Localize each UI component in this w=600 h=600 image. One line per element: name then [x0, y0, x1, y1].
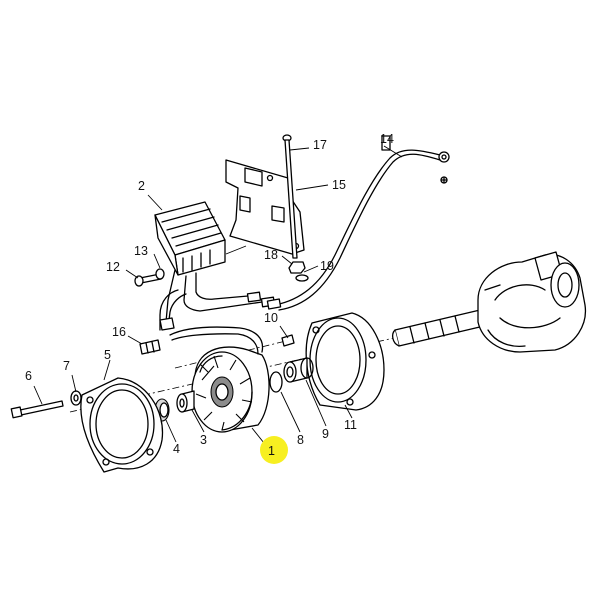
callout-10[interactable]: 10 — [264, 311, 278, 325]
callout-6[interactable]: 6 — [25, 369, 32, 383]
callout-15[interactable]: 15 — [332, 178, 346, 192]
callout-12[interactable]: 12 — [106, 260, 120, 274]
ground-cable[interactable] — [266, 135, 450, 311]
callout-5[interactable]: 5 — [104, 348, 111, 362]
callout-4[interactable]: 4 — [173, 442, 180, 456]
stator[interactable] — [191, 346, 270, 433]
crankshaft[interactable] — [392, 251, 587, 353]
callout-13[interactable]: 13 — [134, 244, 148, 258]
callout-8[interactable]: 8 — [297, 433, 304, 447]
bracket-washer[interactable] — [295, 274, 309, 282]
bracket-screw[interactable] — [282, 134, 298, 259]
callout-9[interactable]: 9 — [322, 427, 329, 441]
rotor-bush[interactable] — [176, 390, 195, 413]
callout-16[interactable]: 16 — [112, 325, 126, 339]
regulator-bracket[interactable] — [225, 159, 305, 255]
alternator-cover[interactable] — [80, 377, 164, 473]
callout-1[interactable]: 1 — [268, 444, 275, 458]
callout-2[interactable]: 2 — [138, 179, 145, 193]
callout-11[interactable]: 11 — [344, 418, 357, 432]
leader-lines — [33, 145, 403, 449]
regulator-washer[interactable] — [155, 268, 165, 280]
spacer-sleeve[interactable] — [283, 357, 314, 383]
voltage-regulator[interactable] — [154, 201, 276, 331]
callout-7[interactable]: 7 — [63, 359, 70, 373]
callout-3[interactable]: 3 — [200, 433, 207, 447]
callout-18[interactable]: 18 — [264, 248, 278, 262]
callout-14[interactable]: 14 — [380, 132, 394, 146]
cover-screw[interactable] — [10, 400, 64, 419]
rotor-housing[interactable] — [305, 312, 385, 411]
grommet[interactable] — [139, 339, 161, 355]
woodruff-key[interactable] — [281, 334, 295, 347]
stator-wiring — [159, 289, 264, 355]
washer[interactable] — [70, 390, 82, 406]
callout-17[interactable]: 17 — [313, 138, 327, 152]
callout-labels: 1 2 3 4 5 6 7 8 9 10 11 12 13 14 15 16 1… — [25, 132, 394, 458]
highlight-marker — [260, 436, 288, 464]
bracket-nut[interactable] — [288, 261, 306, 274]
o-ring[interactable] — [269, 371, 283, 393]
secondary-axis-line — [174, 339, 291, 369]
callout-19[interactable]: 19 — [320, 259, 334, 273]
